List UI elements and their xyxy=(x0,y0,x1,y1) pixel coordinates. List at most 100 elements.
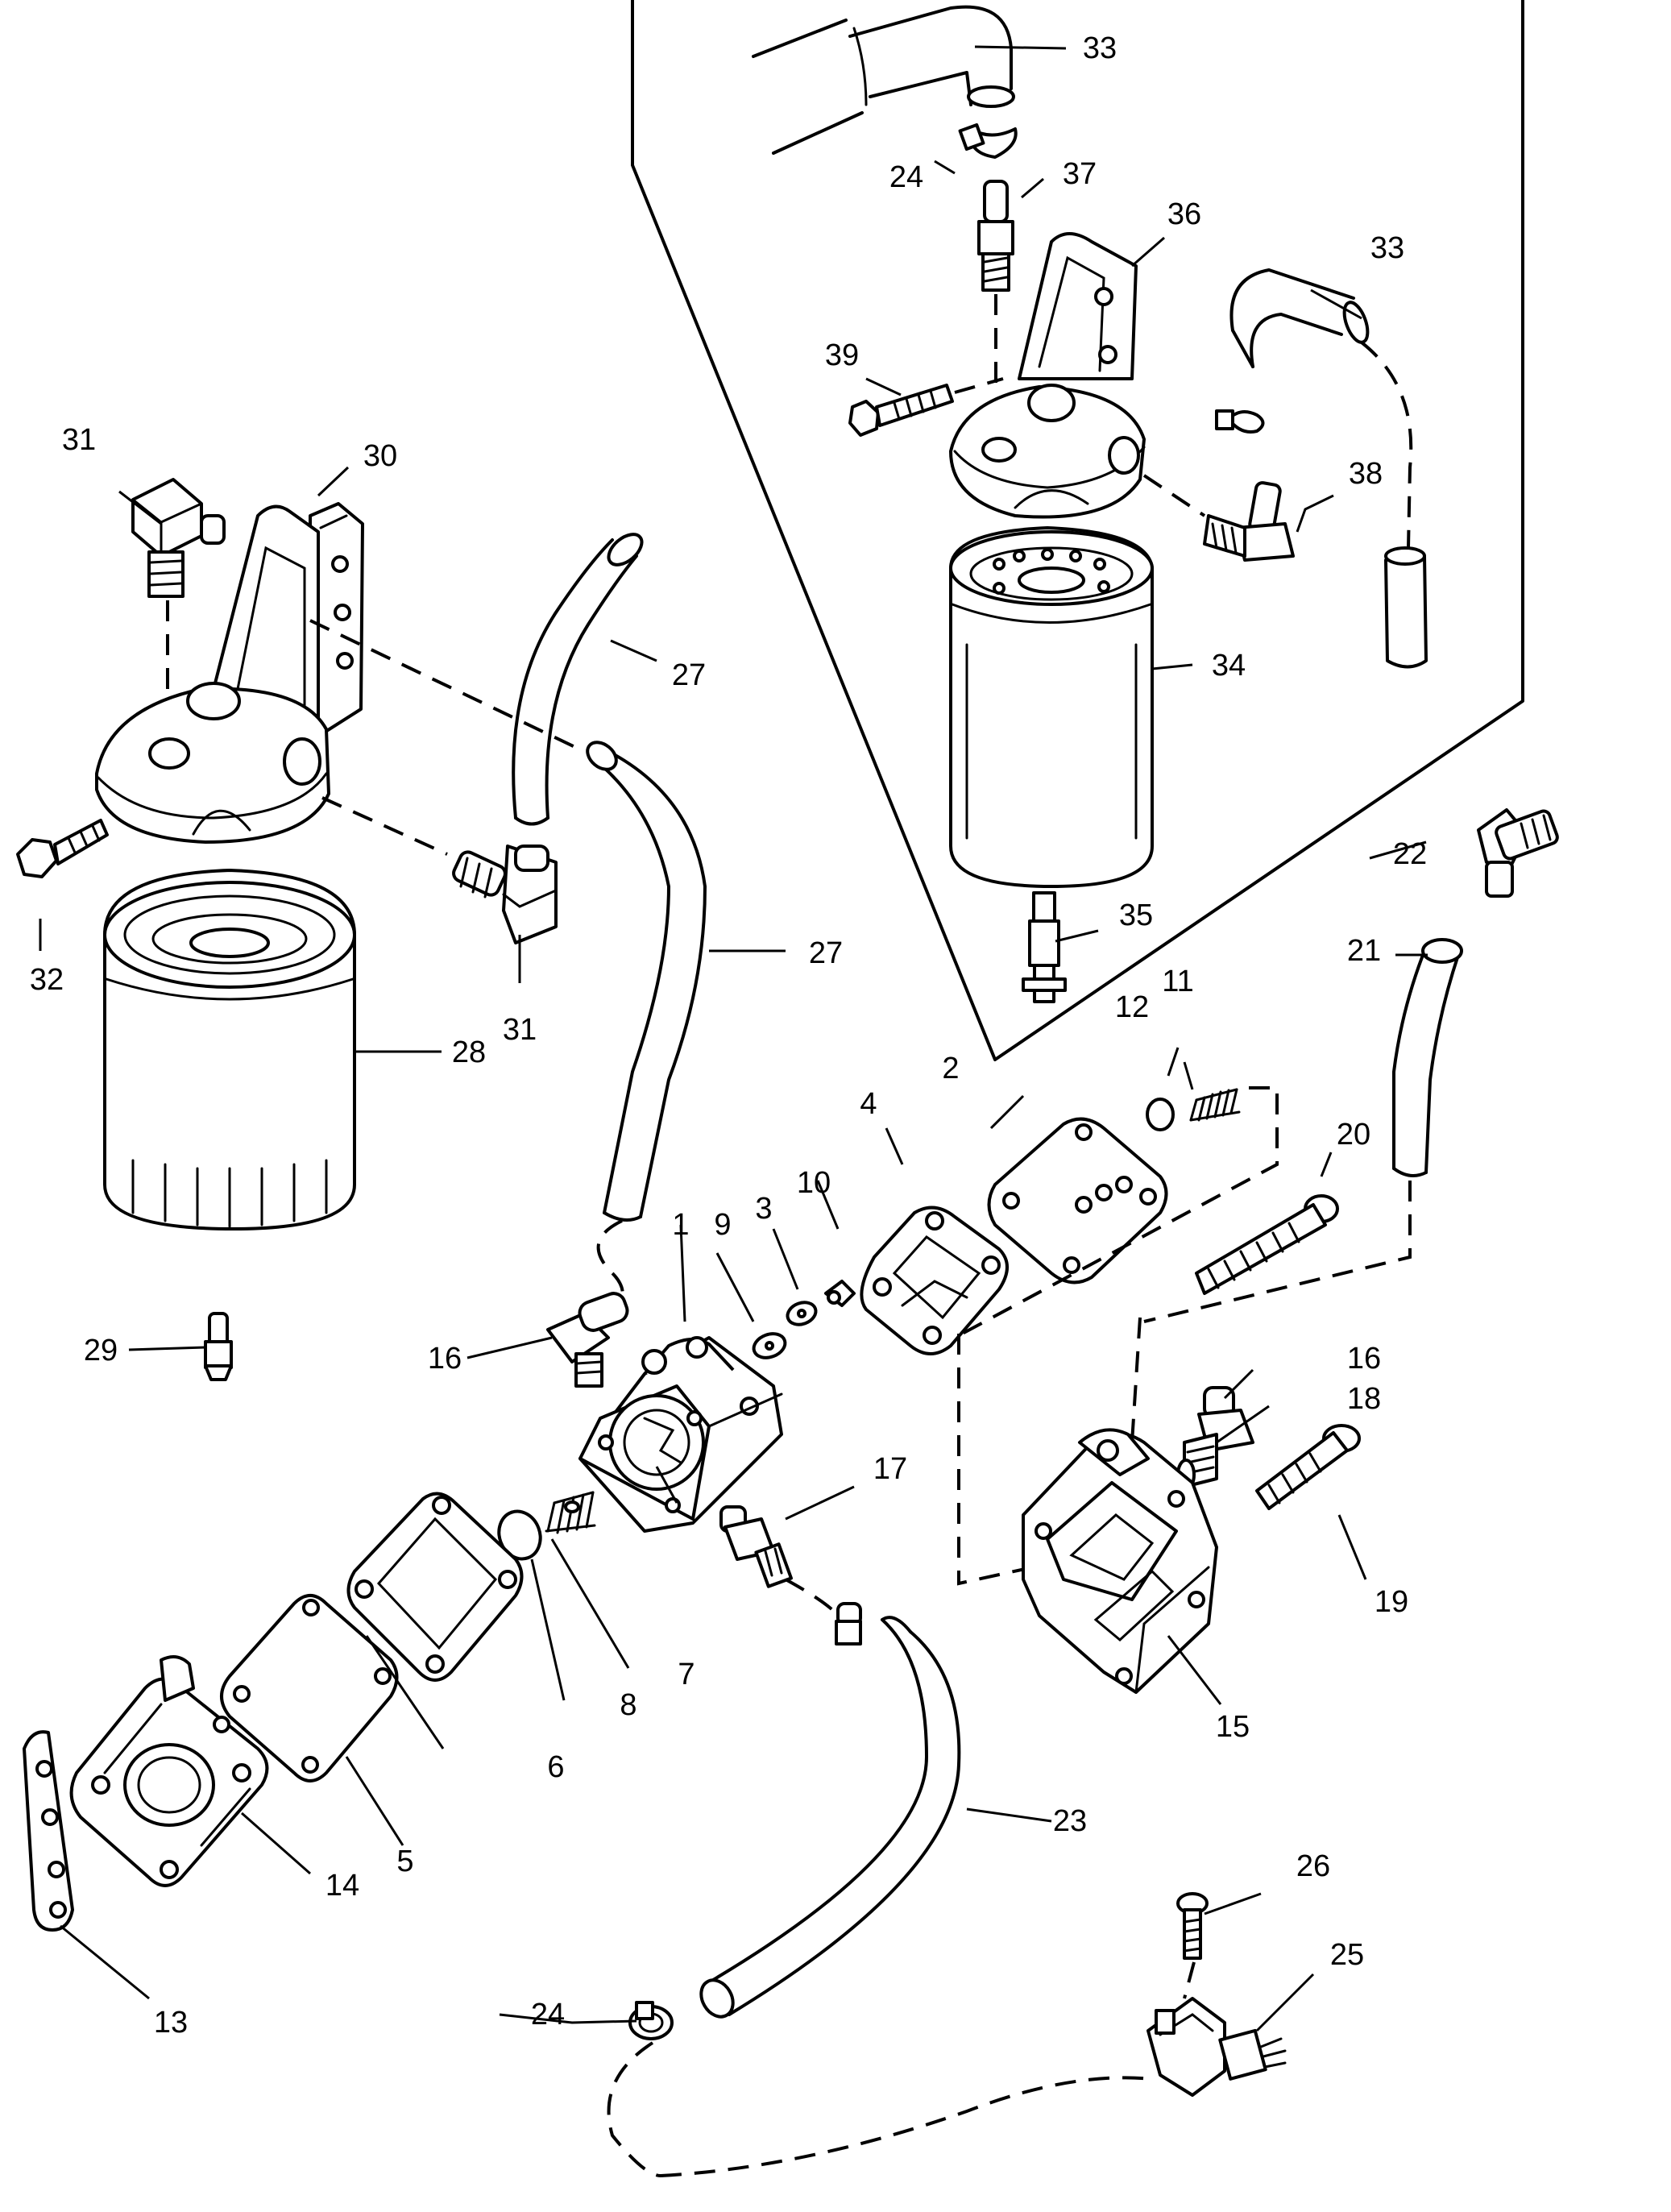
label-1: 1 xyxy=(672,1208,689,1242)
label-28: 28 xyxy=(452,1035,486,1069)
spring-7 xyxy=(545,1491,596,1534)
elbow-fitting-38 xyxy=(1203,481,1295,562)
label-20: 20 xyxy=(1337,1118,1370,1152)
label-8: 8 xyxy=(620,1688,636,1722)
label-33-top: 33 xyxy=(1083,31,1117,65)
label-5: 5 xyxy=(396,1845,413,1878)
dash-20-to-15 xyxy=(957,1334,1088,1586)
label-13: 13 xyxy=(154,2006,188,2040)
dash-26-to-25 xyxy=(1183,1961,1196,1999)
label-16-left: 16 xyxy=(428,1342,462,1376)
clamp-24-inset xyxy=(958,122,1018,159)
label-12: 12 xyxy=(1115,990,1149,1024)
clamp-24-lower xyxy=(628,2001,674,2040)
filter-canister-34 xyxy=(949,526,1154,888)
label-34: 34 xyxy=(1212,649,1246,683)
hose-21 xyxy=(1392,938,1463,1177)
washer-9 xyxy=(752,1332,787,1359)
fitting-37 xyxy=(977,180,1014,292)
hose-23 xyxy=(699,1616,961,2019)
label-4: 4 xyxy=(860,1087,877,1121)
label-37: 37 xyxy=(1063,157,1097,191)
filter-head-36 xyxy=(949,232,1146,519)
label-17: 17 xyxy=(873,1452,907,1486)
hose-end-fitting xyxy=(835,1602,862,1646)
spring-11 xyxy=(1189,1088,1241,1122)
strap-13 xyxy=(23,1730,74,1932)
dash-24-to-25 xyxy=(607,2041,1153,2177)
elbow-fitting-31-lower xyxy=(452,845,558,944)
label-33-right: 33 xyxy=(1370,231,1404,265)
label-22: 22 xyxy=(1393,837,1427,871)
filter-canister-28 xyxy=(103,869,356,1231)
label-32: 32 xyxy=(30,963,64,997)
label-39: 39 xyxy=(825,338,859,372)
screw-26 xyxy=(1176,1892,1209,1960)
label-25: 25 xyxy=(1330,1938,1364,1972)
gasket-6 xyxy=(346,1492,524,1682)
label-38: 38 xyxy=(1349,457,1383,491)
fitting-17 xyxy=(719,1505,793,1588)
filter-head-30 xyxy=(95,502,364,844)
label-19: 19 xyxy=(1375,1585,1408,1619)
dash-21-to-15 xyxy=(1143,1181,1412,1323)
label-31-lower: 31 xyxy=(503,1013,537,1047)
hose-27-upper xyxy=(512,533,644,826)
bolt-39 xyxy=(848,384,954,437)
dash-33-right xyxy=(1360,341,1413,549)
label-7: 7 xyxy=(678,1658,695,1691)
disc-12 xyxy=(1146,1098,1175,1131)
label-3: 3 xyxy=(755,1192,772,1226)
diaphragm-2 xyxy=(987,1117,1168,1284)
hose-33-right xyxy=(1229,268,1370,368)
dash-16-to-15 xyxy=(1130,1317,1142,1443)
bolt-32 xyxy=(16,819,109,878)
label-35: 35 xyxy=(1119,898,1153,932)
screw-20 xyxy=(1195,1194,1339,1295)
label-27-lower: 27 xyxy=(809,936,843,970)
label-15: 15 xyxy=(1216,1710,1250,1744)
hose-27-long xyxy=(586,741,707,1222)
label-14: 14 xyxy=(325,1869,359,1903)
leader-lines xyxy=(39,45,1428,2032)
disc-8 xyxy=(497,1509,542,1561)
label-24-inset: 24 xyxy=(889,160,923,194)
clamp-inset-right xyxy=(1215,409,1265,434)
label-27-upper: 27 xyxy=(672,658,706,692)
screw-29 xyxy=(204,1312,233,1381)
label-23: 23 xyxy=(1053,1804,1087,1838)
pump-cover-14 xyxy=(69,1655,269,1887)
dash-30-to-27 xyxy=(309,619,581,751)
callout-labels: 33 24 37 36 33 39 38 34 35 31 30 27 27 3… xyxy=(30,31,1427,2040)
label-9: 9 xyxy=(714,1208,731,1242)
label-24-lower: 24 xyxy=(531,1998,565,2031)
label-30: 30 xyxy=(363,439,397,473)
dash-2-stack-right xyxy=(954,1086,1279,1339)
elbow-fitting-22 xyxy=(1477,808,1559,898)
gasket-4 xyxy=(860,1206,1009,1355)
label-18: 18 xyxy=(1347,1382,1381,1416)
label-2: 2 xyxy=(942,1052,959,1085)
elbow-fitting-31-upper xyxy=(131,478,226,598)
pump-body-15 xyxy=(1022,1428,1218,1694)
hose-33-lower-piece xyxy=(1384,546,1428,669)
pressure-switch-25 xyxy=(1146,1997,1287,2097)
label-6: 6 xyxy=(547,1750,564,1784)
pump-body-1 xyxy=(578,1336,783,1533)
label-11: 11 xyxy=(1162,965,1193,998)
dash-30-to-31 xyxy=(321,796,448,856)
label-16-right: 16 xyxy=(1347,1342,1381,1376)
elbow-fitting-16-left xyxy=(546,1292,629,1388)
screw-19 xyxy=(1255,1424,1361,1510)
dash-39-to-36 xyxy=(954,377,1004,394)
diaphragm-5 xyxy=(220,1594,399,1782)
label-26: 26 xyxy=(1296,1849,1330,1883)
inset-box-outline xyxy=(631,0,1524,1061)
check-valve-10 xyxy=(824,1280,856,1307)
washer-3 xyxy=(786,1301,818,1326)
label-21: 21 xyxy=(1347,934,1381,968)
dash-38-to-36 xyxy=(1142,474,1206,517)
sensor-35 xyxy=(1022,891,1067,1003)
dash-17-to-23 xyxy=(785,1578,844,1621)
